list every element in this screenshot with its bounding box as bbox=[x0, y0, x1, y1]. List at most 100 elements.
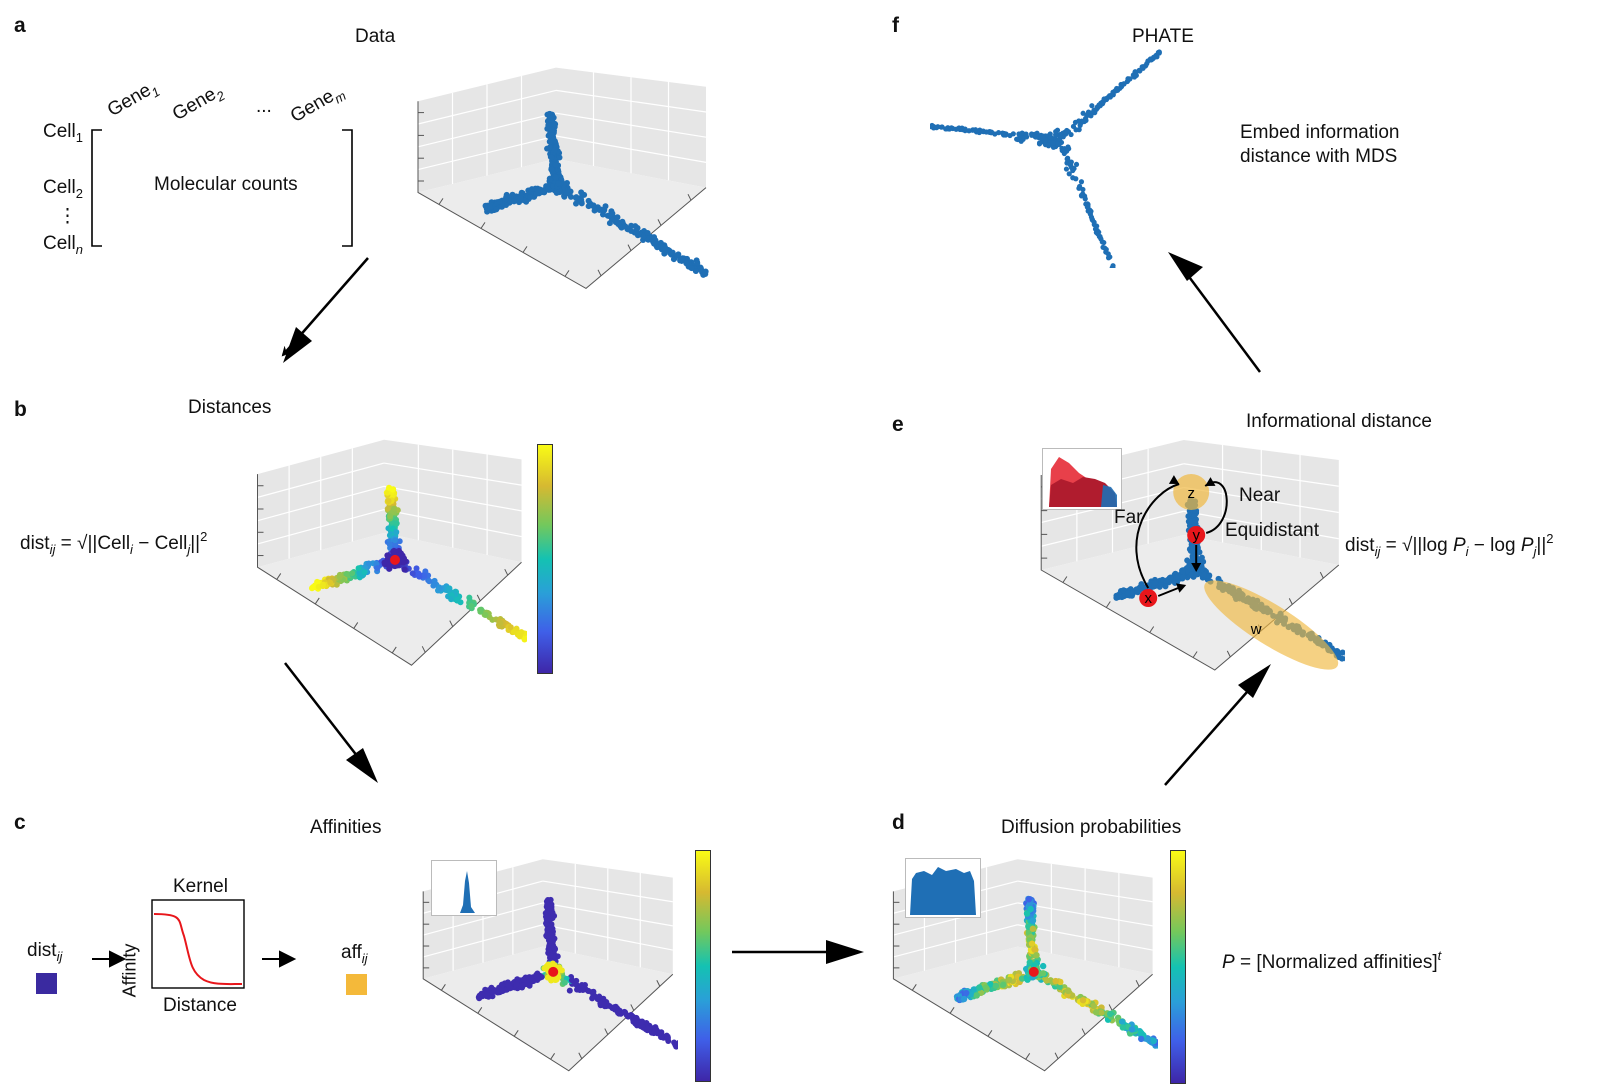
data-point bbox=[1095, 231, 1100, 236]
panel-label-c: c bbox=[14, 811, 26, 835]
data-point bbox=[573, 201, 579, 207]
data-point bbox=[1102, 96, 1107, 101]
data-point bbox=[387, 541, 393, 547]
affinities-colorbar bbox=[695, 850, 711, 1082]
arrow-head-icon bbox=[346, 748, 378, 783]
arrow-head-icon bbox=[283, 327, 312, 363]
data-point bbox=[1040, 970, 1046, 976]
data-3d-scatter bbox=[412, 58, 712, 298]
data-point bbox=[1131, 72, 1136, 77]
cell-z-label: z bbox=[1187, 485, 1195, 502]
data-point bbox=[1186, 561, 1192, 567]
panel-label-e: e bbox=[892, 413, 904, 437]
data-point bbox=[1030, 926, 1036, 932]
data-point bbox=[1091, 1003, 1097, 1009]
data-point bbox=[1065, 988, 1071, 994]
data-point bbox=[622, 223, 628, 229]
data-point bbox=[1073, 176, 1078, 181]
data-point bbox=[1087, 209, 1092, 214]
data-point bbox=[549, 127, 555, 133]
data-point bbox=[1106, 251, 1111, 256]
data-point bbox=[548, 953, 554, 959]
equidistant-label: Equidistant bbox=[1225, 520, 1319, 542]
data-point bbox=[511, 198, 517, 204]
cell-row-2: Cell2 bbox=[43, 177, 83, 199]
data-point bbox=[683, 260, 689, 266]
data-point bbox=[1006, 977, 1012, 983]
data-point bbox=[337, 574, 343, 580]
aff-ij-label: affij bbox=[341, 942, 368, 964]
data-point bbox=[981, 129, 986, 134]
panel-label-b: b bbox=[14, 398, 27, 422]
panel-title-b: Distances bbox=[188, 397, 271, 419]
diffusion-colorbar bbox=[1170, 850, 1186, 1084]
diffusion-formula: P = [Normalized affinities]t bbox=[1222, 952, 1441, 974]
data-point bbox=[1060, 148, 1065, 153]
data-point bbox=[694, 259, 700, 265]
data-point bbox=[1002, 132, 1007, 137]
data-point bbox=[544, 916, 550, 922]
data-point bbox=[497, 199, 503, 205]
data-point bbox=[1064, 149, 1069, 154]
kernel-title: Kernel bbox=[173, 876, 228, 898]
data-point bbox=[533, 973, 539, 979]
data-point bbox=[488, 985, 494, 991]
data-point bbox=[1200, 559, 1206, 565]
data-point bbox=[961, 996, 967, 1002]
data-point bbox=[1113, 595, 1119, 601]
cell-y-label: y bbox=[1192, 527, 1200, 544]
data-point bbox=[527, 194, 533, 200]
data-point bbox=[1152, 580, 1158, 586]
data-point bbox=[547, 906, 553, 912]
data-point bbox=[567, 988, 573, 994]
data-point bbox=[592, 208, 598, 214]
dist-ij-label: distij bbox=[27, 940, 62, 962]
data-point bbox=[549, 154, 555, 160]
dist-color-swatch bbox=[36, 973, 57, 994]
data-point bbox=[387, 513, 393, 519]
data-point bbox=[526, 977, 532, 983]
data-point bbox=[550, 114, 556, 120]
panel-label-d: d bbox=[892, 811, 905, 835]
panel-label-f: f bbox=[892, 14, 899, 38]
data-point bbox=[505, 979, 511, 985]
data-point bbox=[1096, 102, 1101, 107]
informational-histogram-inset bbox=[1042, 448, 1122, 510]
data-point bbox=[1048, 135, 1053, 140]
data-point bbox=[1120, 1024, 1126, 1030]
data-point bbox=[1083, 118, 1088, 123]
data-point bbox=[1151, 1038, 1157, 1044]
data-point bbox=[974, 992, 980, 998]
data-point bbox=[1121, 81, 1126, 86]
data-point bbox=[436, 584, 442, 590]
data-point bbox=[665, 1035, 671, 1041]
data-point bbox=[983, 984, 989, 990]
data-point bbox=[559, 967, 565, 973]
data-point bbox=[1109, 93, 1114, 98]
data-point bbox=[366, 560, 372, 566]
distance-formula: distij = √||Celli − Cellj||2 bbox=[20, 533, 207, 555]
data-point bbox=[578, 189, 584, 195]
data-point bbox=[1119, 1018, 1125, 1024]
data-point bbox=[606, 213, 612, 219]
data-point bbox=[421, 573, 427, 579]
data-point bbox=[1033, 952, 1039, 958]
cell-row-n: Celln bbox=[43, 233, 83, 255]
data-point bbox=[628, 228, 634, 234]
phate-embedding-scatter bbox=[930, 48, 1200, 268]
distances-3d-scatter bbox=[252, 430, 527, 675]
data-point bbox=[632, 223, 638, 229]
data-point bbox=[966, 128, 971, 133]
data-point bbox=[553, 175, 559, 181]
data-point bbox=[573, 194, 579, 200]
data-point bbox=[448, 596, 454, 602]
molecular-counts-label: Molecular counts bbox=[154, 174, 298, 196]
data-point bbox=[651, 241, 657, 247]
data-point bbox=[1077, 184, 1082, 189]
data-point bbox=[344, 571, 350, 577]
data-point bbox=[477, 609, 483, 615]
diffusion-histogram-inset bbox=[905, 858, 981, 918]
data-point bbox=[621, 1009, 627, 1015]
data-point bbox=[426, 578, 432, 584]
data-point bbox=[569, 977, 575, 983]
